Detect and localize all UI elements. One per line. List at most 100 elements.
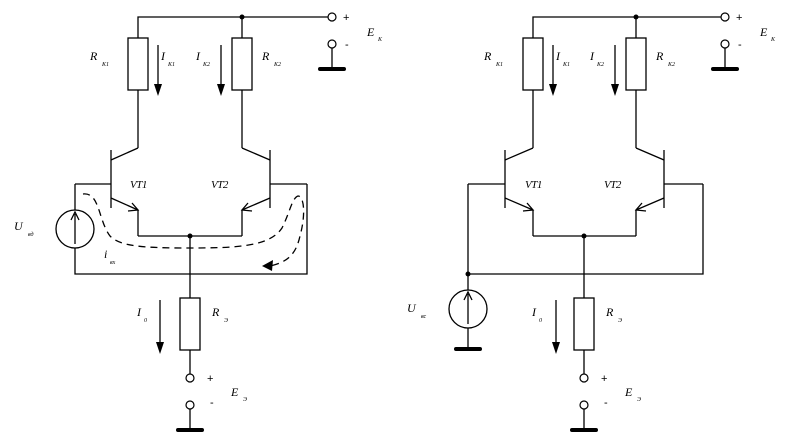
left-vt2-label: VT2 [211,179,229,191]
right-ek-minus-terminal [720,39,730,49]
svg-text:R: R [211,305,220,319]
right-ek-plus-terminal [720,12,730,22]
svg-text:E: E [624,385,633,399]
svg-text:К2: К2 [273,62,281,68]
svg-text:U: U [14,219,24,233]
left-ee-plus-sign: + [207,373,213,385]
right-vt2-collector [635,147,665,161]
svg-text:R: R [89,49,98,63]
right-ee-plus-terminal [579,373,589,383]
svg-text:К2: К2 [202,62,210,68]
svg-text:Э: Э [637,397,641,403]
left-vt1-emitter-arrow [127,202,140,212]
svg-text:E: E [759,25,768,39]
right-ek-minus-sign: - [738,39,742,51]
left-vt2-emitter [241,197,271,211]
left-circuit: R К1 I К1 I К2 R К2 + - E К VT1 VT2 U вд… [14,12,383,432]
svg-text:К: К [377,37,383,43]
right-supply-rail [532,16,721,38]
svg-text:R: R [655,49,664,63]
right-rail-node [633,14,639,20]
svg-text:I: I [160,49,166,63]
svg-text:Э: Э [224,318,228,324]
svg-text:R: R [261,49,270,63]
left-ee-label: E Э [230,385,247,403]
left-vt2-collector [241,147,271,161]
svg-text:R: R [483,49,492,63]
svg-text:I: I [195,49,201,63]
left-ee-plus-terminal [185,373,195,383]
left-supply-rail [137,16,329,38]
left-i0-arrow-head [156,342,164,354]
left-ik1-label: I К1 [160,49,175,68]
left-vt1-emitter [110,197,139,211]
left-ee-minus-terminal [185,400,195,410]
right-ik2-label: I К2 [589,49,604,68]
svg-text:К: К [770,37,776,43]
left-input-current-arrowhead [262,260,273,271]
left-ik2-label: I К2 [195,49,210,68]
svg-text:i: i [104,247,107,261]
right-u-in-label: U вс [407,301,427,320]
left-ik1-arrow-head [154,84,162,96]
right-ik1-label: I К1 [555,49,570,68]
svg-text:К1: К1 [101,62,109,68]
left-vt1-label: VT1 [130,179,147,191]
svg-text:вд: вд [28,231,34,238]
svg-text:К1: К1 [495,62,503,68]
right-ee-plus-sign: + [601,373,607,385]
right-i0-label: I 0 [531,305,542,324]
left-rk1-resistor [127,37,149,91]
left-rk1-label: R К1 [89,49,109,68]
right-ik2-arrow-head [611,84,619,96]
svg-text:E: E [366,25,375,39]
left-i-in-label: i вх [104,247,116,266]
left-u-in-label: U вд [14,219,34,238]
svg-text:Э: Э [618,318,622,324]
left-ee-minus-sign: - [210,397,214,409]
svg-text:вс: вс [421,314,427,320]
svg-text:0: 0 [144,318,147,324]
right-ek-label: E К [759,25,776,43]
svg-text:0: 0 [539,318,542,324]
left-ek-minus-sign: - [345,39,349,51]
left-u-in-source-arrowhead [70,210,80,221]
right-re-resistor [573,297,595,351]
right-u-in-source-arrowhead [463,290,473,301]
right-vt2-label: VT2 [604,179,622,191]
svg-text:вх: вх [110,260,116,266]
left-ek-label: E К [366,25,383,43]
svg-text:I: I [531,305,537,319]
svg-text:I: I [589,49,595,63]
svg-text:К1: К1 [167,62,175,68]
right-rk2-resistor [625,37,647,91]
right-i0-arrow-head [552,342,560,354]
svg-text:I: I [555,49,561,63]
left-input-current-path [82,193,305,267]
right-vt1-collector [504,147,534,161]
right-re-label: R Э [605,305,622,324]
right-input-bus [467,184,704,275]
left-rk2-resistor [231,37,253,91]
right-rk1-resistor [522,37,544,91]
left-rk2-label: R К2 [261,49,281,68]
svg-text:Э: Э [243,397,247,403]
right-ee-minus-sign: - [604,397,608,409]
right-circuit: R К1 I К1 I К2 R К2 + - E К VT1 VT2 U вс… [407,12,776,432]
right-ee-minus-terminal [579,400,589,410]
left-re-label: R Э [211,305,228,324]
left-rail-node [239,14,245,20]
left-ek-minus-terminal [327,39,337,49]
svg-text:I: I [136,305,142,319]
svg-text:К2: К2 [596,62,604,68]
right-ek-plus-sign: + [736,12,742,24]
svg-text:U: U [407,301,417,315]
right-vt1-label: VT1 [525,179,542,191]
left-i0-label: I 0 [136,305,147,324]
right-rk1-label: R К1 [483,49,503,68]
svg-text:К2: К2 [667,62,675,68]
svg-text:E: E [230,385,239,399]
left-re-resistor [179,297,201,351]
